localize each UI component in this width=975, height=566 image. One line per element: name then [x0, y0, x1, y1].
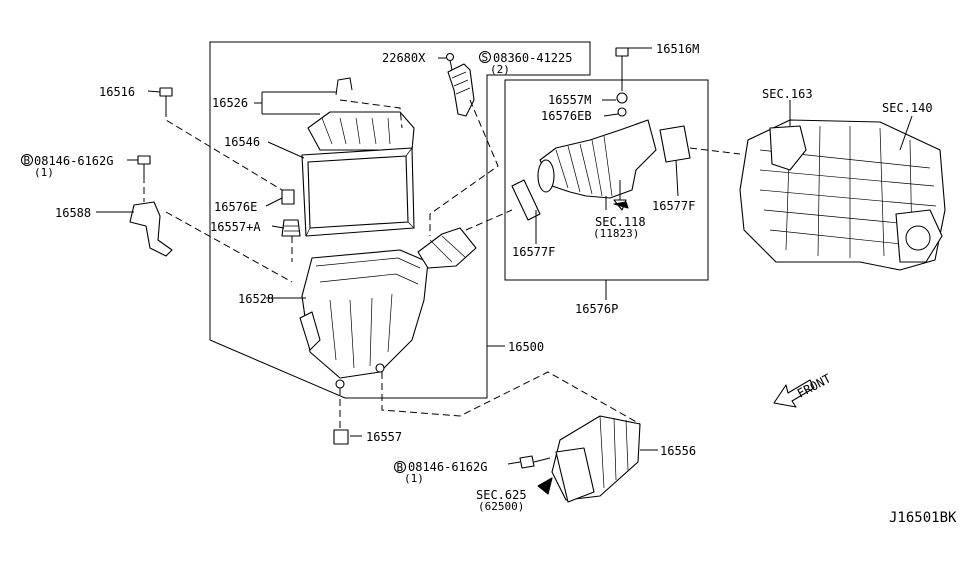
label-08146-6162g-b: 08146-6162G [408, 460, 487, 474]
label-sec625: SEC.625 [476, 488, 527, 502]
front-arrow [773, 379, 815, 408]
label-22680x: 22680X [382, 51, 426, 65]
bolt-16516 [159, 87, 173, 110]
label-16577f-right: 16577F [652, 199, 695, 213]
label-16576e: 16576E [214, 200, 257, 214]
air-cleaner-cover-part [307, 77, 415, 151]
label-08146-qty-a: (1) [34, 166, 54, 179]
label-08146-qty-b: (1) [404, 472, 424, 485]
label-08146-6162g-a: 08146-6162G [34, 154, 113, 168]
sec118-arrow [613, 201, 629, 209]
label-16546: 16546 [224, 135, 260, 149]
label-16526: 16526 [212, 96, 248, 110]
svg-text:B: B [24, 154, 31, 167]
grommet-16557a [281, 219, 301, 237]
grommet-16557 [333, 429, 349, 445]
bracket-16588 [129, 201, 173, 257]
collar-16576e [281, 189, 295, 205]
label-16557m: 16557M [548, 93, 591, 107]
label-16577f-left: 16577F [512, 245, 555, 259]
label-16588: 16588 [55, 206, 91, 220]
svg-text:S: S [482, 51, 489, 64]
label-16556: 16556 [660, 444, 696, 458]
intake-manifold-part [739, 119, 946, 271]
label-sec163: SEC.163 [762, 87, 813, 101]
label-sec140: SEC.140 [882, 101, 933, 115]
mass-airflow-sensor-part [445, 52, 475, 117]
svg-text:B: B [397, 461, 404, 474]
label-16576eb: 16576EB [541, 109, 592, 123]
label-16516: 16516 [99, 85, 135, 99]
label-sec118: SEC.118 [595, 215, 646, 229]
assembly-frame-16500 [209, 41, 591, 399]
label-16557: 16557 [366, 430, 402, 444]
dashed-guide-lines [143, 62, 741, 430]
label-16528: 16528 [238, 292, 274, 306]
air-duct-part [511, 47, 691, 221]
label-16557a: 16557+A [210, 220, 261, 234]
leader-lines [96, 47, 913, 465]
screw-symbol-s: S [479, 51, 491, 64]
label-front: FRONT [795, 371, 833, 400]
label-16576p: 16576P [575, 302, 618, 316]
label-sec118-sub: (11823) [593, 227, 639, 240]
label-08360-41225: 08360-41225 [493, 51, 572, 65]
label-16500: 16500 [508, 340, 544, 354]
air-inlet-duct-part [519, 415, 641, 503]
diagram-id: J16501BK [889, 510, 957, 526]
air-cleaner-body-part [299, 227, 477, 389]
bolt-symbol-b-2: B [394, 461, 406, 474]
label-sec625-sub: (62500) [478, 500, 524, 513]
bolt-symbol-b-1: B [21, 154, 33, 167]
bolt-08146-left [137, 155, 151, 176]
air-filter-element-part [301, 147, 415, 237]
label-08360-qty: (2) [490, 63, 510, 76]
label-16516m: 16516M [656, 42, 699, 56]
